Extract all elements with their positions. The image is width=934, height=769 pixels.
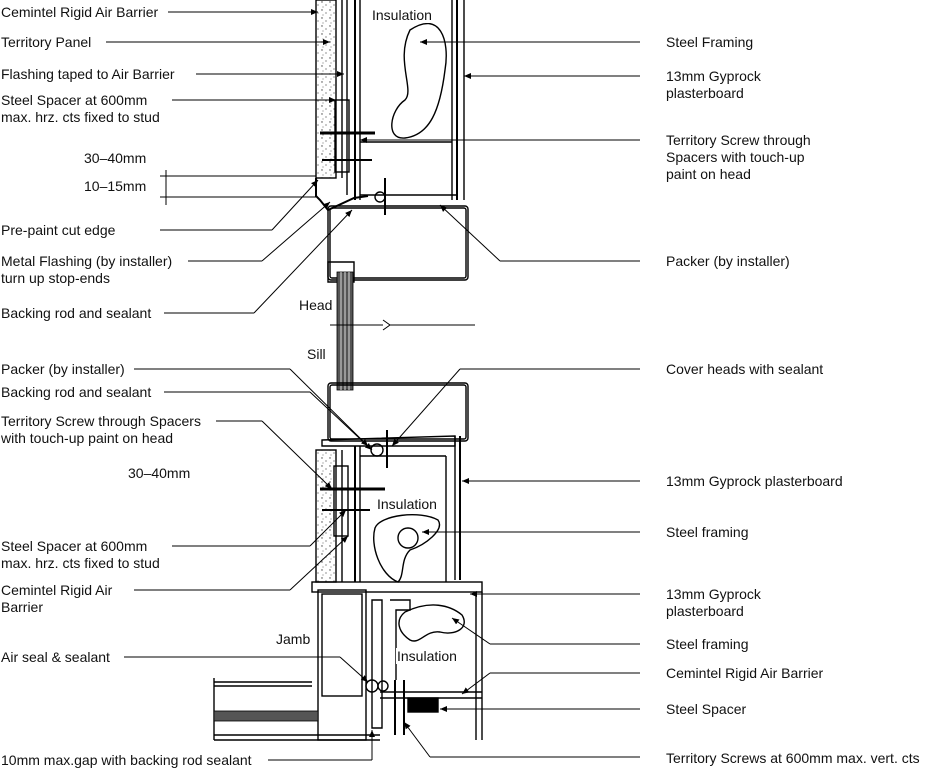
insulation-batt-bottom [398, 604, 465, 642]
label-air-seal: Air seal & sealant [1, 649, 110, 665]
label-insulation-bottom: Insulation [396, 648, 458, 664]
insulation-batt-top [391, 22, 447, 139]
leader-lines [106, 9, 640, 761]
steel-spacer-top [334, 99, 350, 173]
label-dim-30-40-mid: 30–40mm [128, 465, 191, 481]
label-steel-spacer-bottom: Steel Spacer [666, 701, 747, 717]
label-steel-framing-bottom: Steel framing [666, 636, 749, 652]
label-dim-10-15: 10–15mm [84, 178, 147, 194]
label-head: Head [298, 297, 334, 313]
label-territory-screws-vert: Territory Screws at 600mm max. vert. cts [666, 750, 920, 766]
label-steel-spacer-top: Steel Spacer at 600mm max. hrz. cts fixe… [1, 92, 160, 125]
label-packer-left: Packer (by installer) [1, 361, 125, 377]
label-jamb: Jamb [275, 631, 312, 647]
label-steel-framing-mid: Steel framing [666, 524, 749, 540]
label-cemintel-rigid-air-barrier-top: Cemintel Rigid Air Barrier [1, 4, 159, 20]
label-metal-flashing: Metal Flashing (by installer) turn up st… [1, 253, 173, 286]
label-territory-screw-right: Territory Screw through Spacers with tou… [666, 132, 811, 182]
label-backing-rod-top: Backing rod and sealant [1, 305, 152, 321]
label-pre-paint-cut-edge: Pre-paint cut edge [1, 222, 116, 238]
label-cover-heads: Cover heads with sealant [666, 361, 824, 377]
label-steel-framing-top: Steel Framing [666, 34, 754, 50]
label-steel-spacer-mid: Steel Spacer at 600mm max. hrz. cts fixe… [1, 538, 160, 571]
head-window-frame [327, 205, 469, 281]
territory-panel-mid [315, 449, 337, 583]
label-cemintel-rigid-air-barrier-mid: Cemintel Rigid Air Barrier [1, 582, 113, 615]
label-gyprock-bottom: 13mm Gyprock plasterboard [666, 586, 761, 619]
label-insulation-mid: Insulation [376, 496, 438, 512]
glazing-unit [330, 271, 475, 391]
label-backing-rod-sill: Backing rod and sealant [1, 384, 152, 400]
label-gyprock-mid: 13mm Gyprock plasterboard [666, 473, 843, 489]
head-wall-section [315, 0, 469, 283]
label-territory-panel: Territory Panel [1, 34, 92, 50]
label-10mm-gap: 10mm max.gap with backing rod sealant [1, 752, 252, 768]
label-flashing-taped: Flashing taped to Air Barrier [1, 66, 175, 82]
sill-section [315, 382, 469, 583]
label-insulation-top: Insulation [371, 7, 433, 23]
sill-window-frame [327, 382, 469, 442]
label-packer-right: Packer (by installer) [666, 253, 790, 269]
jamb-section [213, 581, 483, 741]
label-sill: Sill [306, 346, 327, 362]
label-gyprock-top: 13mm Gyprock plasterboard [666, 68, 761, 101]
insulation-batt-mid [373, 514, 441, 583]
label-cemintel-rigid-air-barrier-bottom: Cemintel Rigid Air Barrier [666, 665, 824, 681]
territory-panel-top [315, 0, 337, 179]
label-territory-screw-left: Territory Screw through Spacers with tou… [1, 413, 201, 446]
jamb-frame [317, 589, 367, 741]
label-dim-30-40-top: 30–40mm [84, 150, 147, 166]
